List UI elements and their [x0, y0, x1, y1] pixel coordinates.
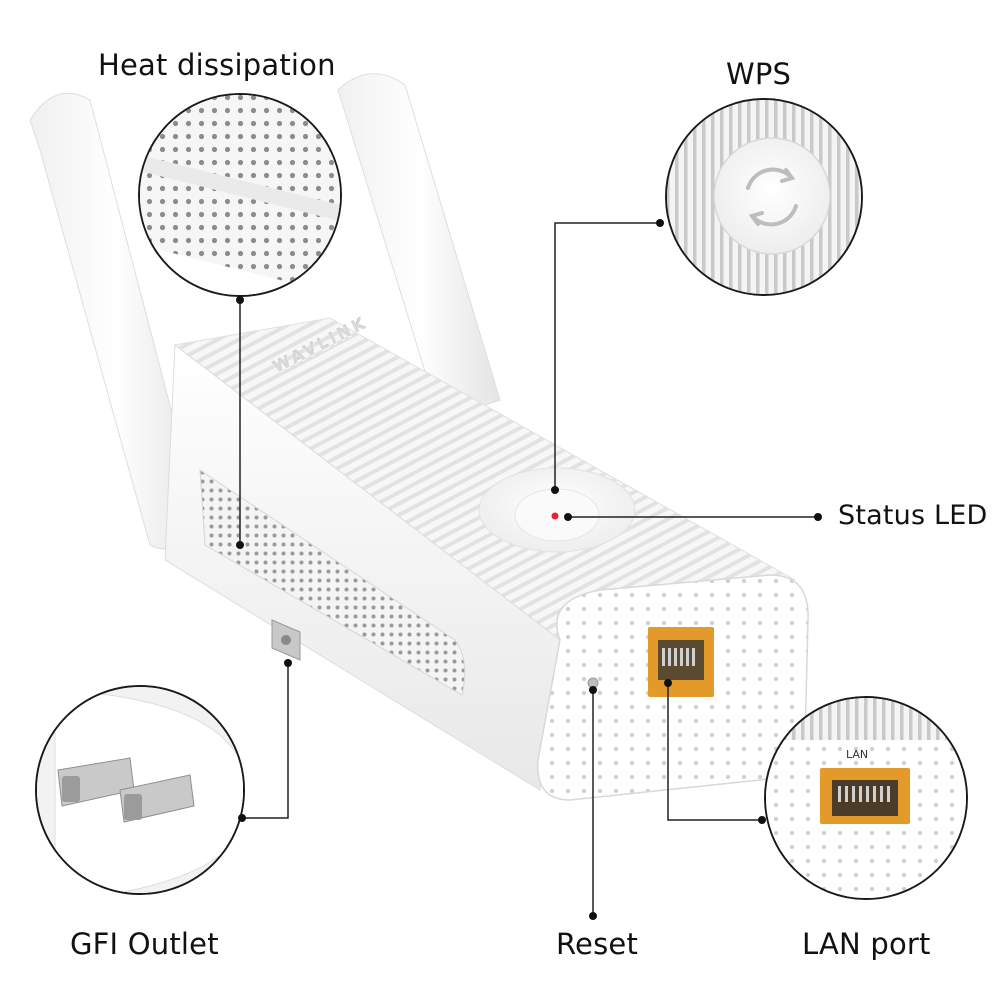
heat-dissipation-zoom — [138, 93, 342, 297]
callout-lan — [667, 683, 762, 821]
label-wps: WPS — [726, 57, 792, 91]
device-body — [164, 317, 809, 801]
gfi-outlet-zoom — [35, 685, 245, 895]
callout-lines — [236, 219, 822, 920]
label-gfi-outlet: GFI Outlet — [70, 927, 219, 961]
label-reset: Reset — [556, 927, 639, 961]
label-heat-dissipation: Heat dissipation — [98, 48, 336, 82]
label-status-led: Status LED — [838, 500, 988, 531]
wps-icon — [746, 167, 798, 227]
wps-zoom — [665, 98, 863, 296]
lan-port-small-label: LAN — [846, 748, 869, 761]
callout-gfi — [242, 663, 289, 819]
label-lan-port: LAN port — [802, 927, 931, 961]
antenna-right — [337, 73, 501, 421]
callout-wps — [554, 222, 660, 490]
